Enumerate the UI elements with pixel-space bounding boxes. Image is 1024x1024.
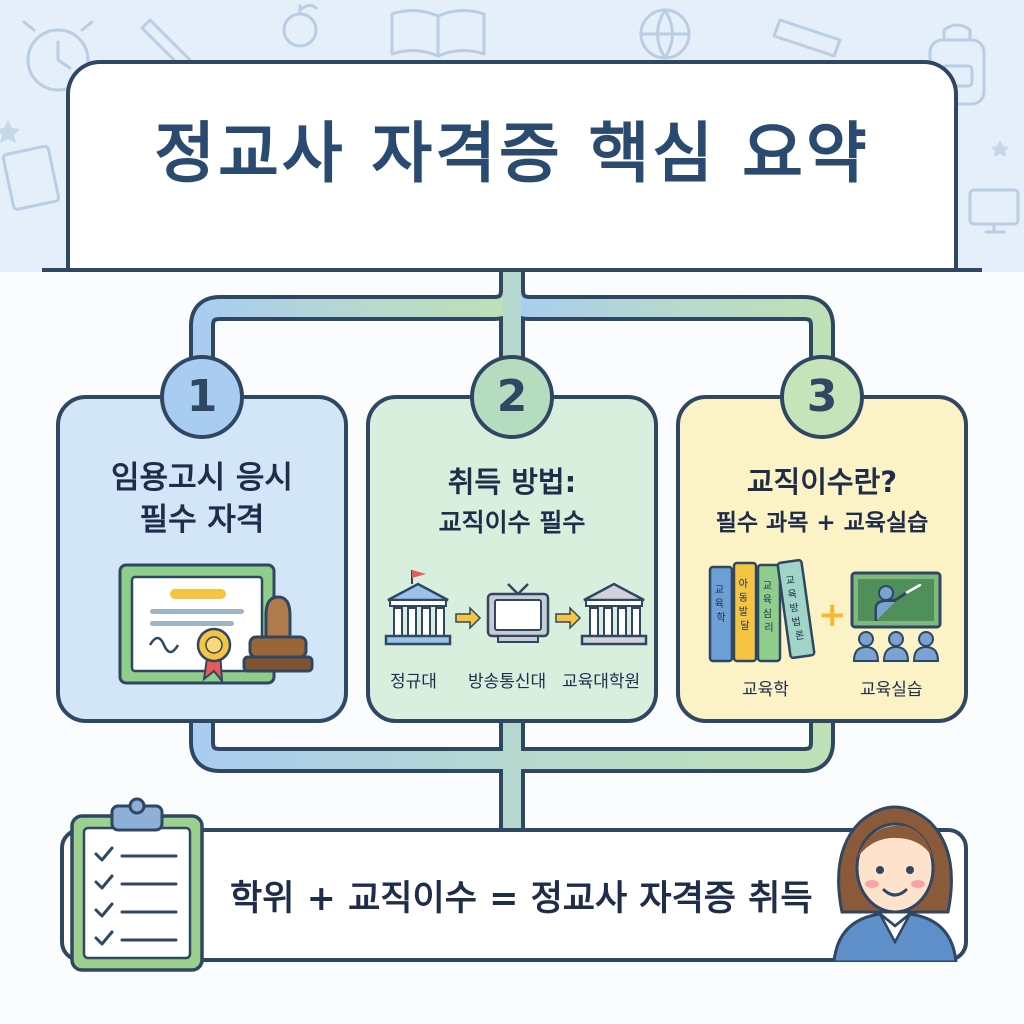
- book-4-char-1: 교: [785, 575, 796, 587]
- step-1-title-line2: 필수 자격: [139, 502, 265, 538]
- step-card-1: 임용고시 응시 필수 자격: [56, 395, 348, 723]
- subject-label-pedagogy: 교육학: [742, 680, 789, 700]
- step-card-3: 교직이수란? 필수 과목 + 교육실습 교 육 학 아 동 발 달 교 육 심 …: [676, 395, 968, 723]
- book-3-char-2: 육: [763, 594, 772, 606]
- step-2-badge: 2: [470, 355, 554, 439]
- book-3-char-3: 심: [763, 608, 772, 620]
- ruler-icon: [772, 18, 842, 58]
- step-1-badge: 1: [160, 355, 244, 439]
- certificate-icon: [118, 563, 314, 685]
- book-3-char-1: 교: [763, 581, 772, 592]
- book-2-char-3: 발: [739, 606, 748, 618]
- title-baseline: [42, 268, 982, 272]
- book-2-char-1: 아: [739, 578, 748, 590]
- book-4-char-2: 육: [787, 588, 798, 601]
- page-title: 정교사 자격증 핵심 요약: [154, 115, 870, 192]
- path-label-open-university: 방송통신대: [468, 672, 547, 692]
- teacher-avatar: [832, 805, 958, 962]
- apple-icon: [282, 3, 318, 48]
- plus-sign: +: [818, 595, 847, 635]
- book-3-char-4: 리: [764, 622, 773, 634]
- book-1-char-2: 육: [715, 598, 724, 610]
- step-2-title-line2: 교직이수 필수: [438, 508, 586, 537]
- arrow-right-icon: [455, 606, 482, 630]
- arrow-right-icon: [555, 606, 582, 630]
- summary-panel: [60, 828, 968, 962]
- path-label-university: 정규대: [390, 672, 437, 692]
- book-4-char-4: 법: [791, 616, 802, 629]
- step-3-title-line1: 교직이수란?: [746, 465, 898, 499]
- step-3-title-line2: 필수 과목 + 교육실습: [715, 510, 929, 536]
- tv-icon: [486, 583, 550, 643]
- book-spine-1: 교 육 학: [715, 585, 727, 624]
- book-spine-4: 교 육 방 법 론: [785, 574, 807, 642]
- classroom-teaching-icon: [850, 571, 942, 662]
- stamp-icon: [242, 595, 314, 673]
- university-building-icon: [384, 570, 452, 646]
- book-4-char-3: 방: [789, 602, 800, 615]
- clipboard-checklist-icon: [70, 797, 204, 972]
- book-1-char-1: 교: [715, 585, 724, 596]
- book-spine-3: 교 육 심 리: [763, 581, 775, 634]
- notebook-icon: [1, 144, 61, 211]
- step-1-title: 임용고시 응시 필수 자격: [60, 457, 344, 541]
- graduate-school-building-icon: [580, 582, 648, 646]
- path-label-graduate-school: 교육대학원: [562, 672, 641, 692]
- alarm-clock-icon: [22, 20, 94, 92]
- acquisition-path-icons: [384, 570, 648, 646]
- book-1-char-3: 학: [716, 612, 725, 624]
- subject-label-practicum: 교육실습: [860, 680, 923, 700]
- step-3-badge: 3: [780, 355, 864, 439]
- step-1-title-line1: 임용고시 응시: [111, 460, 293, 496]
- title-panel: [66, 60, 958, 272]
- step-card-2: 취득 방법: 교직이수 필수: [366, 395, 658, 723]
- book-2-char-4: 달: [740, 620, 749, 632]
- book-4-char-5: 론: [794, 629, 805, 642]
- globe-icon: [639, 8, 691, 60]
- step-2-title-line1: 취득 방법:: [447, 465, 577, 499]
- seal-ribbon-icon: [196, 627, 232, 685]
- book-spine-2: 아 동 발 달: [739, 578, 751, 632]
- summary-formula: 학위 + 교직이수 = 정교사 자격증 취득: [230, 879, 813, 919]
- books-icon: 교 육 학 아 동 발 달 교 육 심 리 교 육 방 법 론: [708, 558, 816, 663]
- open-book-icon: [390, 9, 486, 58]
- computer-icon: [968, 188, 1020, 234]
- book-2-char-2: 동: [739, 592, 748, 604]
